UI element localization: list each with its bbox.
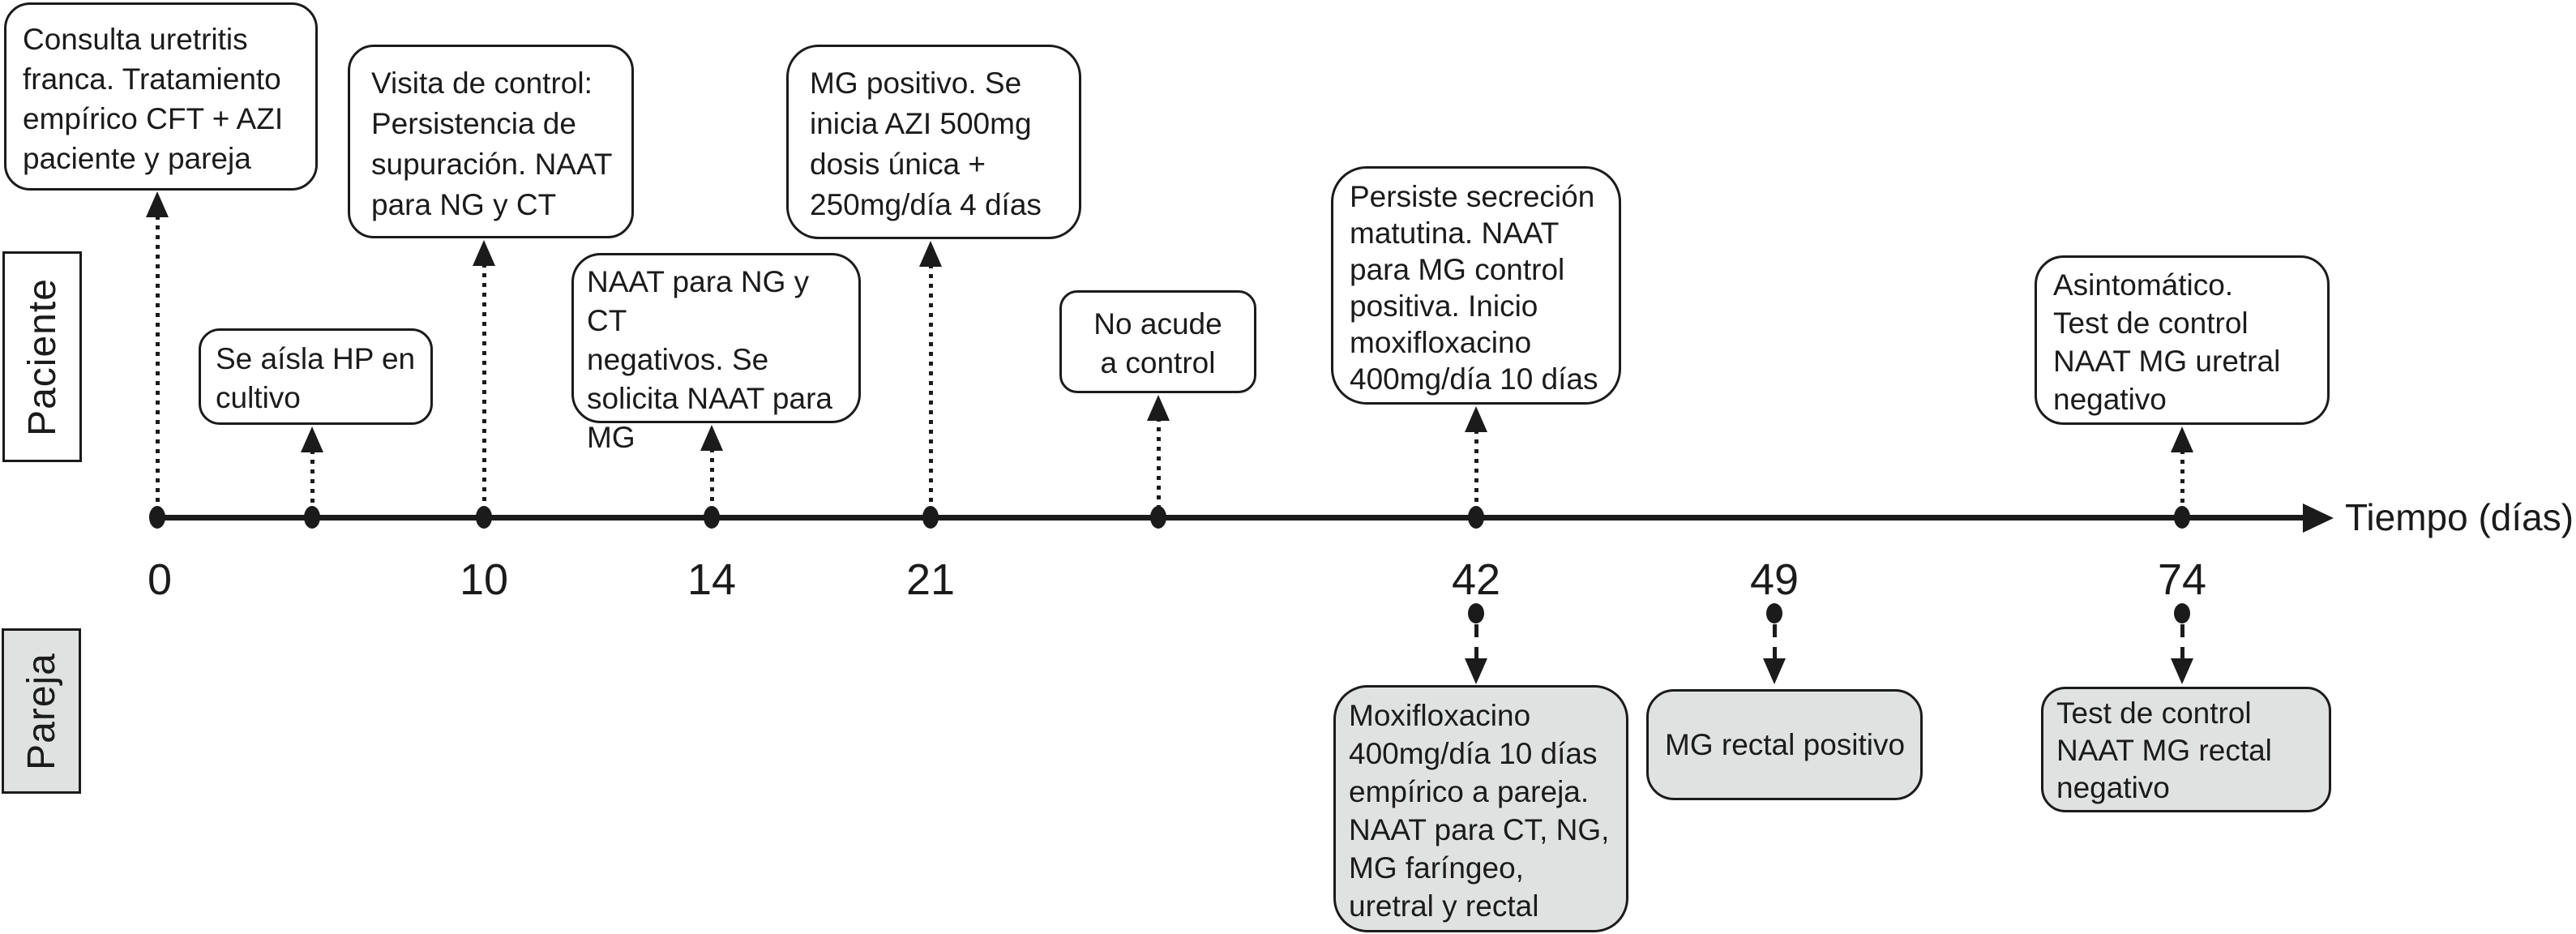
tick-label-day-10: 10 (459, 555, 509, 604)
down-arrow-head-icon-day-49 (1763, 658, 1786, 684)
event-box-asintomatico-day-74: Asintomático. Test de control NAAT MG ur… (2035, 255, 2330, 425)
down-arrow-head-icon-day-42 (1465, 658, 1487, 684)
axis-dot-day-74 (2174, 506, 2190, 529)
tick-label-day-14: 14 (687, 555, 737, 604)
axis-dot-day-10 (476, 506, 492, 529)
axis-dot-day-42 (1468, 506, 1484, 529)
up-arrow-head-icon-day-10 (473, 240, 495, 266)
time-axis-arrowhead-icon (2303, 503, 2334, 533)
axis-dot-day-14 (704, 506, 720, 529)
up-arrow-stem-day-14 (710, 448, 714, 515)
tick-label-day-42: 42 (1451, 555, 1501, 604)
up-arrow-stem-day-42 (1474, 430, 1478, 515)
axis-dot-no-acude (1150, 506, 1166, 529)
lane-label-paciente: Paciente (2, 251, 82, 462)
event-box-no-acude: No acude a control (1059, 290, 1256, 393)
partner-marker-dot-day-42 (1468, 603, 1484, 623)
event-box-aisla-hp: Se aísla HP en cultivo (199, 328, 433, 425)
up-arrow-head-icon-day-74 (2171, 426, 2193, 452)
tick-label-day-21: 21 (905, 555, 956, 604)
up-arrow-stem-day-74 (2180, 450, 2184, 515)
up-arrow-head-icon-day-21 (919, 241, 942, 267)
event-box-persiste-day-42: Persiste secreción matutina. NAAT para M… (1331, 166, 1621, 405)
up-arrow-head-icon-day-42 (1465, 406, 1487, 432)
up-arrow-head-icon-day-14 (700, 425, 723, 451)
up-arrow-stem-day-0 (156, 216, 160, 515)
lane-label-pareja-text: Pareja (19, 652, 63, 770)
lane-label-pareja: Pareja (2, 628, 81, 794)
up-arrow-head-icon-day-0 (146, 191, 169, 217)
tick-label-day-0: 0 (147, 555, 173, 604)
down-arrow-head-icon-day-74 (2171, 658, 2193, 684)
event-box-partner-moxifloxacino-day-42: Moxifloxacino 400mg/día 10 días empírico… (1333, 685, 1628, 932)
down-arrow-stem-day-74 (2180, 624, 2184, 660)
lane-label-paciente-text: Paciente (20, 277, 64, 436)
down-arrow-stem-day-42 (1474, 624, 1478, 660)
event-box-consulta-day-0: Consulta uretritis franca. Tratamiento e… (4, 2, 318, 191)
axis-dot-day-21 (922, 506, 939, 529)
event-box-partner-mg-rectal-day-49: MG rectal positivo (1646, 689, 1923, 800)
up-arrow-stem-hp (310, 450, 315, 515)
tick-label-day-49: 49 (1749, 555, 1799, 604)
axis-dot-day-0 (149, 506, 165, 529)
up-arrow-stem-no-acude (1157, 418, 1161, 515)
partner-marker-dot-day-49 (1766, 603, 1782, 623)
axis-dot-hp (304, 506, 320, 529)
time-axis-label: Tiempo (días) (2345, 496, 2574, 538)
up-arrow-stem-day-10 (482, 263, 486, 515)
up-arrow-stem-day-21 (929, 264, 933, 515)
up-arrow-head-icon-no-acude (1147, 395, 1170, 421)
down-arrow-stem-day-49 (1773, 624, 1777, 660)
tick-label-day-74: 74 (2157, 555, 2207, 604)
time-axis-line (150, 515, 2306, 521)
up-arrow-head-icon-hp (301, 426, 323, 452)
partner-marker-dot-day-74 (2174, 603, 2190, 623)
event-box-visita-day-10: Visita de control: Persistencia de supur… (348, 45, 634, 238)
event-box-partner-test-rectal-day-74: Test de control NAAT MG rectal negativo (2041, 687, 2331, 812)
event-box-naat-negativos-day-14: NAAT para NG y CT negativos. Se solicita… (571, 253, 861, 454)
event-box-mg-positivo-day-21: MG positivo. Se inicia AZI 500mg dosis ú… (786, 45, 1081, 239)
